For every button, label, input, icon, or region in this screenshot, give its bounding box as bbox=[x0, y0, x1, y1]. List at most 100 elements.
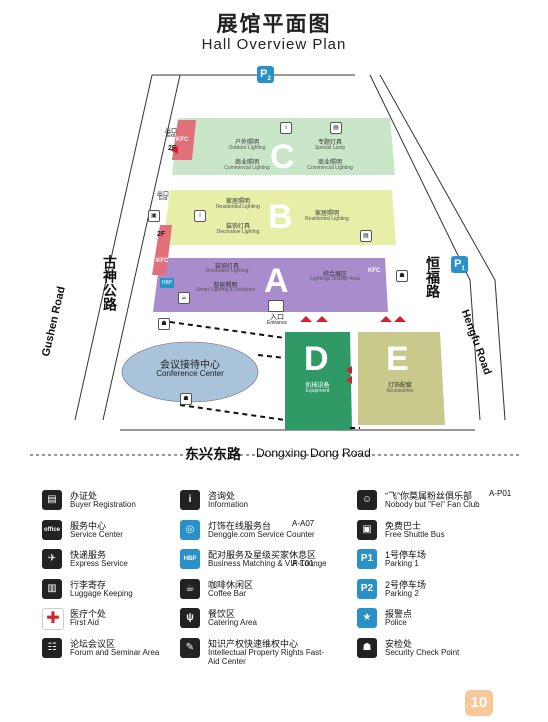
legend-label-en: Information bbox=[208, 500, 249, 509]
info-icon: i bbox=[180, 490, 200, 510]
kfc-area-a bbox=[152, 225, 172, 275]
bus-icon: ▣ bbox=[148, 210, 160, 222]
coffee-icon: ☕ bbox=[180, 578, 200, 599]
hall-b-zone-3-en: Decorative Lighting bbox=[216, 229, 260, 235]
hall-a bbox=[153, 258, 388, 312]
hall-c-zone-4-en: Commercial Lighting bbox=[307, 165, 353, 171]
info-icon: i bbox=[194, 210, 206, 222]
legend-label-en: Intellectual Property Rights Fast-Aid Ce… bbox=[208, 647, 325, 666]
hall-c-letter: C bbox=[270, 138, 295, 176]
legend-label-en: Luggage Keeping bbox=[70, 588, 133, 598]
parking-1-icon: P1 bbox=[357, 549, 377, 569]
hall-b-zone-1-en: Residential Lighting bbox=[216, 204, 260, 210]
hall-b-zone-3-cn: 装饰灯具 bbox=[225, 224, 250, 230]
legend-label-cn: 免费巴士 bbox=[385, 520, 422, 531]
hall-e bbox=[358, 332, 445, 425]
catering-icon: ψ bbox=[180, 608, 200, 628]
hall-e-letter: E bbox=[386, 340, 409, 378]
legend-label-cn: 安检处 bbox=[385, 638, 413, 649]
parking-2-letter: P bbox=[260, 68, 268, 80]
legend-label-en: Catering Area bbox=[208, 618, 257, 627]
police-icon: ★ bbox=[357, 608, 377, 628]
floor-tag-a: 2F bbox=[157, 231, 166, 238]
hall-b-zone-2-cn: 家居照明 bbox=[314, 211, 339, 217]
security-icon: ☗ bbox=[357, 637, 377, 658]
legend-booth-code: A-P01 bbox=[489, 489, 512, 498]
hall-a-zone-2-cn: 智能照明 bbox=[213, 283, 238, 289]
exit-1-en: Exit bbox=[167, 133, 176, 139]
security-icon: ☗ bbox=[180, 393, 192, 405]
legend-label-cn: 医疗个处 bbox=[70, 609, 107, 619]
legend-label-en: Free Shuttle Bus bbox=[385, 529, 445, 539]
conference-center-cn: 会议接待中心 bbox=[160, 360, 220, 371]
legend-label-cn: 餐饮区 bbox=[208, 609, 236, 619]
hall-c-zone-2-cn: 专题灯具 bbox=[317, 140, 342, 146]
service-icon: ▤ bbox=[360, 230, 372, 242]
parking-2-number: 2 bbox=[267, 76, 271, 83]
gushen-road-cn: 古神公路 bbox=[102, 255, 118, 311]
hall-d-cn: 机械设备 bbox=[305, 383, 330, 389]
hall-d-letter: D bbox=[304, 340, 329, 378]
dongxing-road-en: Dongxing Dong Road bbox=[256, 446, 371, 460]
legend-label-cn: 配对服务及星级买家休息区 bbox=[208, 550, 317, 560]
legend-label-en: Security Check Point bbox=[385, 647, 460, 657]
parking-2-icon: P2 bbox=[357, 578, 377, 599]
id-card-icon: ▤ bbox=[42, 490, 62, 510]
parking-1-letter: P bbox=[454, 258, 462, 270]
walkways bbox=[169, 321, 360, 429]
hall-a-zone-2-en: Smart Lighting & Solutions bbox=[196, 287, 255, 293]
legend-label-cn: 咖啡休闲区 bbox=[208, 579, 254, 590]
legend-label-en: Parking 2 bbox=[385, 588, 419, 598]
hall-c-zone-3-cn: 商业照明 bbox=[234, 160, 259, 166]
legend-booth-code: A-A07 bbox=[292, 518, 315, 528]
bus-icon: ▣ bbox=[357, 519, 377, 540]
legend-label-en: Business Matching & VIP Lounge bbox=[208, 559, 327, 568]
legend-label-cn: 报警点 bbox=[385, 609, 413, 619]
legend-label-en: Denggle.com Service Counter bbox=[208, 529, 315, 539]
floor-tag-c: 2F bbox=[168, 145, 177, 152]
legend-booth-code: A-T01 bbox=[292, 559, 314, 568]
hall-c-zone-2-en: Special Lamp bbox=[314, 145, 346, 151]
legend-label-cn: 办证处 bbox=[70, 491, 98, 501]
hall-a-zone-3-en: Lightings Display Area bbox=[310, 276, 360, 282]
entrance-icon bbox=[268, 300, 284, 312]
hall-b-letter: B bbox=[268, 198, 293, 236]
forum-icon: ☷ bbox=[42, 637, 62, 658]
map-title-cn: 展馆平面图 bbox=[216, 13, 332, 36]
legend-label-cn: 快递服务 bbox=[70, 550, 107, 560]
legend-label-en: Express Service bbox=[70, 559, 128, 568]
hall-c-zone-1-cn: 户外照明 bbox=[234, 140, 259, 146]
hall-c-zone-1-en: Outdoor Lighting bbox=[228, 145, 266, 151]
site-map bbox=[30, 74, 520, 456]
hall-b-zone-2-en: Residential Lighting bbox=[305, 216, 349, 222]
parking-2-icon: P2 bbox=[257, 66, 274, 83]
hall-b-zone-1-cn: 家居照明 bbox=[225, 199, 250, 205]
express-icon: ✈ bbox=[42, 549, 62, 569]
info-icon: i bbox=[280, 122, 292, 134]
legend-label-cn: 咨询处 bbox=[208, 491, 236, 501]
hengfu-road-cn: 恒福路 bbox=[425, 256, 441, 298]
hall-d-en: Equipment bbox=[305, 388, 330, 394]
legend-label-en: Coffee Bar bbox=[208, 588, 247, 598]
entrance-en: Entrance bbox=[266, 320, 287, 326]
legend-label-cn: 1号停车场 bbox=[385, 550, 427, 560]
legend-label-cn: 2号停车场 bbox=[385, 579, 427, 590]
hall-b bbox=[163, 190, 396, 245]
legend-label-en: Buyer Registration bbox=[70, 500, 136, 509]
page-number: 10 bbox=[465, 690, 493, 716]
hall-a-zone-3-cn: 综合展区 bbox=[322, 272, 347, 278]
legend-label-en: Parking 1 bbox=[385, 559, 419, 568]
legend-label-cn: 行李寄存 bbox=[70, 579, 107, 590]
kfc-label-a-east: KFC bbox=[368, 268, 381, 274]
map-title-en: Hall Overview Plan bbox=[201, 36, 347, 53]
hall-c-zone-4-cn: 商业照明 bbox=[317, 160, 342, 166]
exit-1-cn: 出口 bbox=[165, 129, 178, 135]
legend-label-en: Service Center bbox=[70, 529, 123, 539]
hall-e-cn: 灯饰配套 bbox=[387, 383, 412, 389]
service-icon: ▤ bbox=[330, 122, 342, 134]
kfc-label-c: KFC bbox=[176, 137, 189, 143]
denggle-icon: ◎ bbox=[180, 519, 200, 540]
hall-a-zone-1-en: Decorative Lighting bbox=[205, 268, 249, 274]
entrance-cn: 入口 bbox=[270, 314, 284, 321]
legend-label-en: Forum and Seminar Area bbox=[70, 647, 160, 657]
